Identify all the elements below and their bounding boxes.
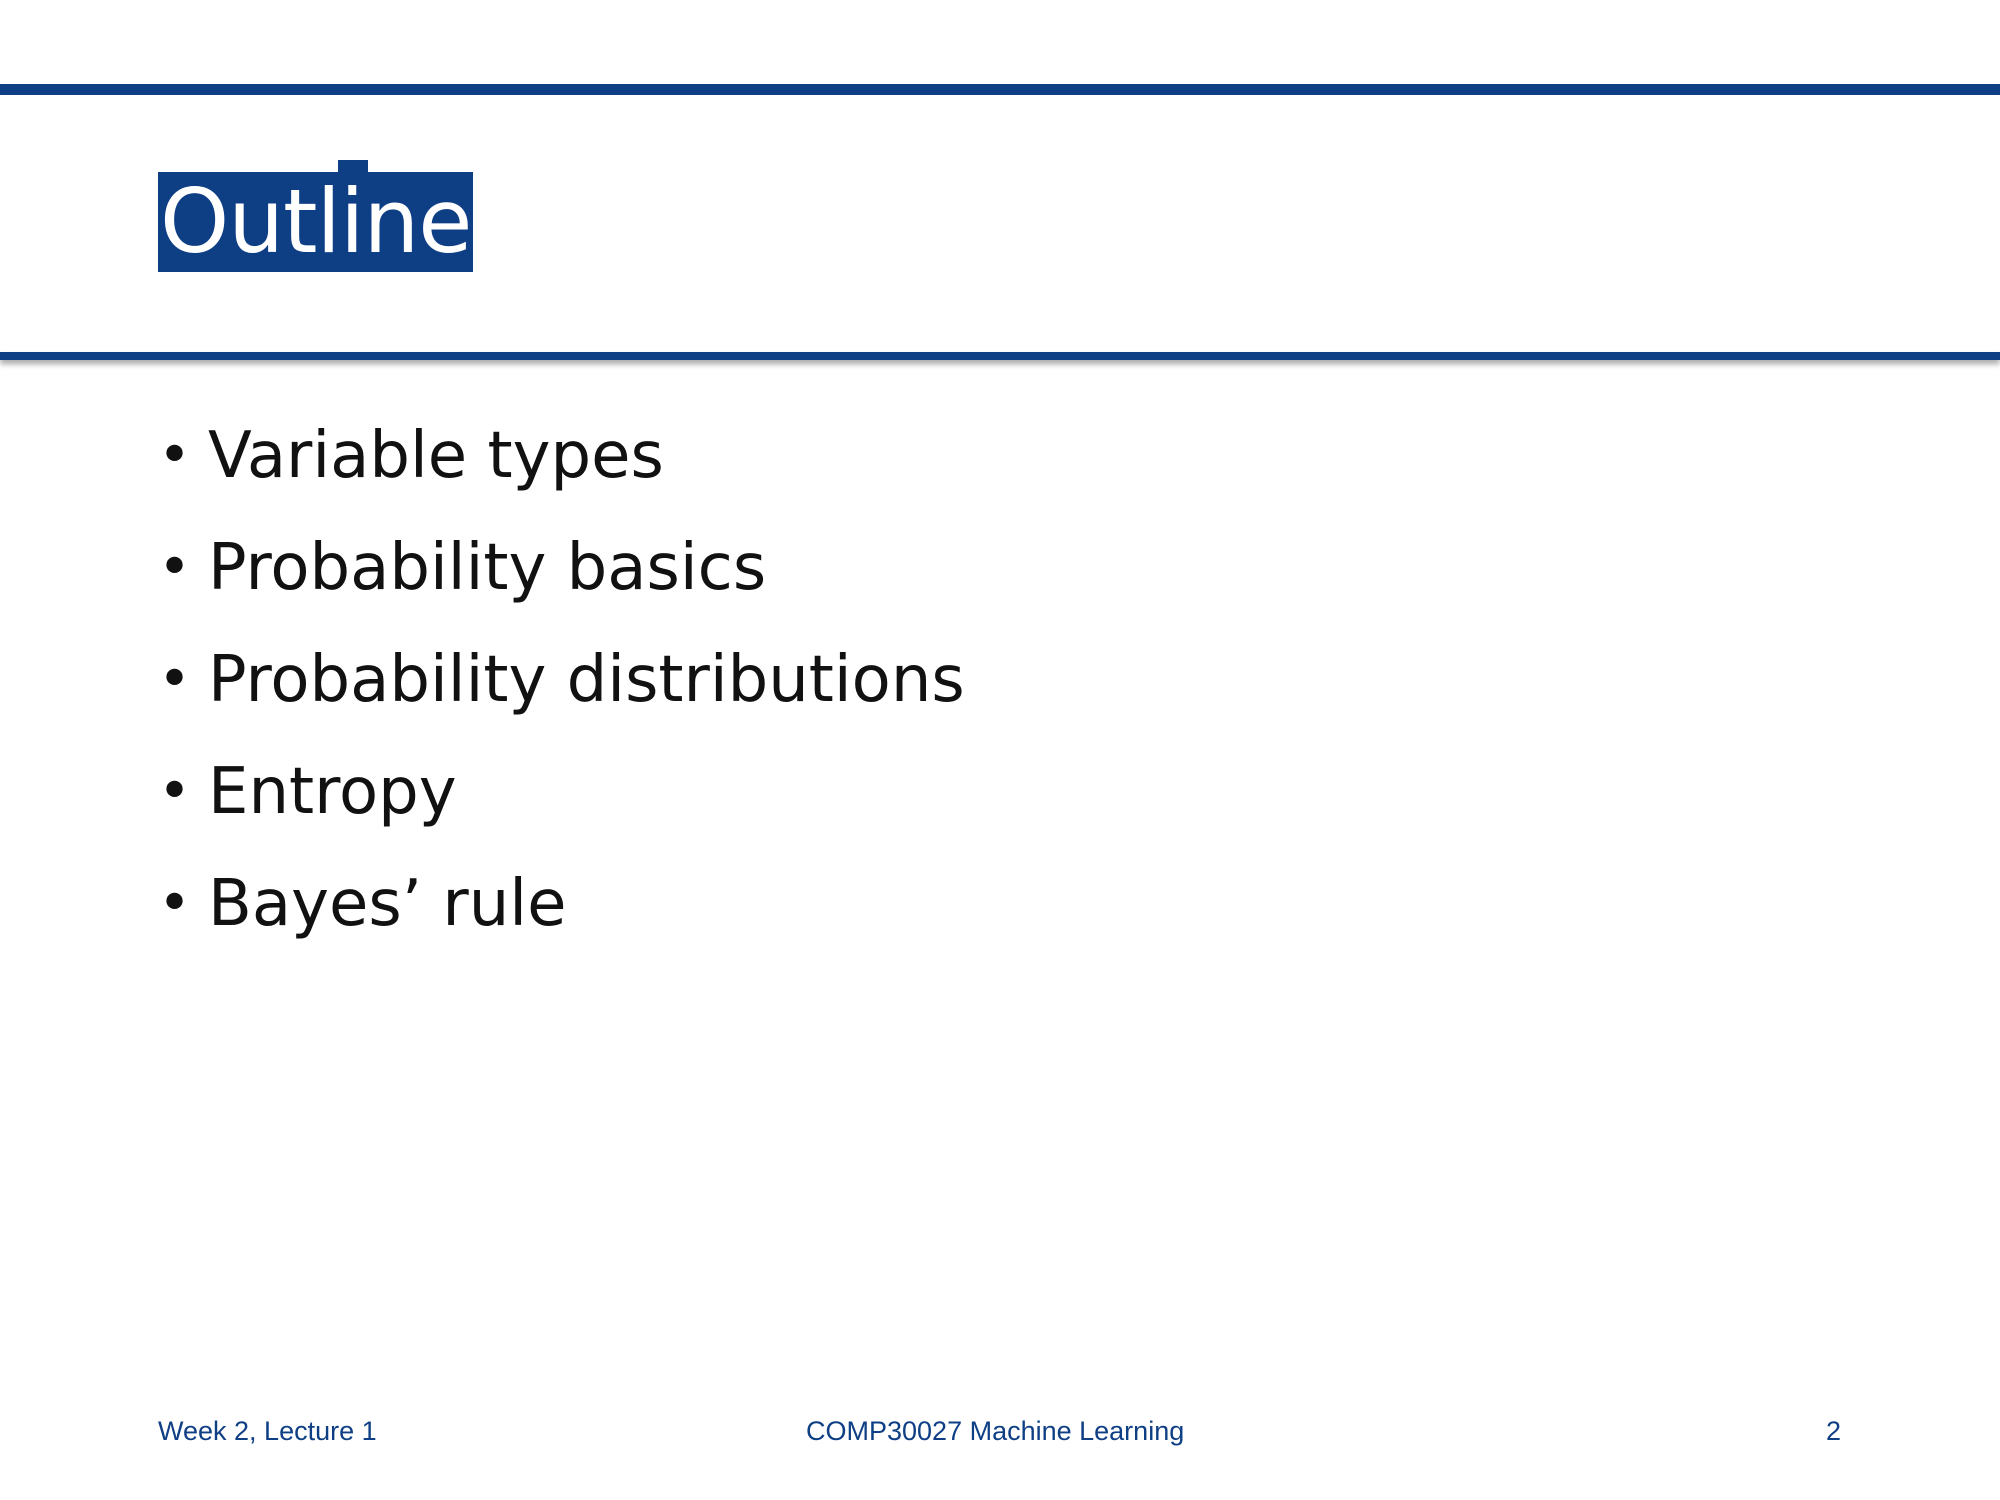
bullet-icon: • [158, 423, 192, 488]
bullet-text: Bayes’ rule [208, 867, 567, 941]
bullet-text: Entropy [208, 755, 457, 829]
footer-course: COMP30027 Machine Learning [806, 1416, 1185, 1446]
bullet-text: Variable types [208, 419, 664, 493]
slide-title: Outline [158, 170, 474, 273]
bullet-icon: • [158, 759, 192, 824]
bullet-icon: • [158, 647, 192, 712]
top-rule [0, 84, 2000, 95]
bullet-text: Probability basics [208, 531, 767, 605]
bullet-text: Probability distributions [208, 643, 965, 717]
bullet-icon: • [158, 535, 192, 600]
bullet-icon: • [158, 871, 192, 936]
footer-lecture: Week 2, Lecture 1 [158, 1416, 377, 1446]
footer-page-number: 2 [1826, 1416, 1842, 1446]
title-notch [338, 160, 368, 174]
title-divider-rule [0, 352, 2000, 360]
